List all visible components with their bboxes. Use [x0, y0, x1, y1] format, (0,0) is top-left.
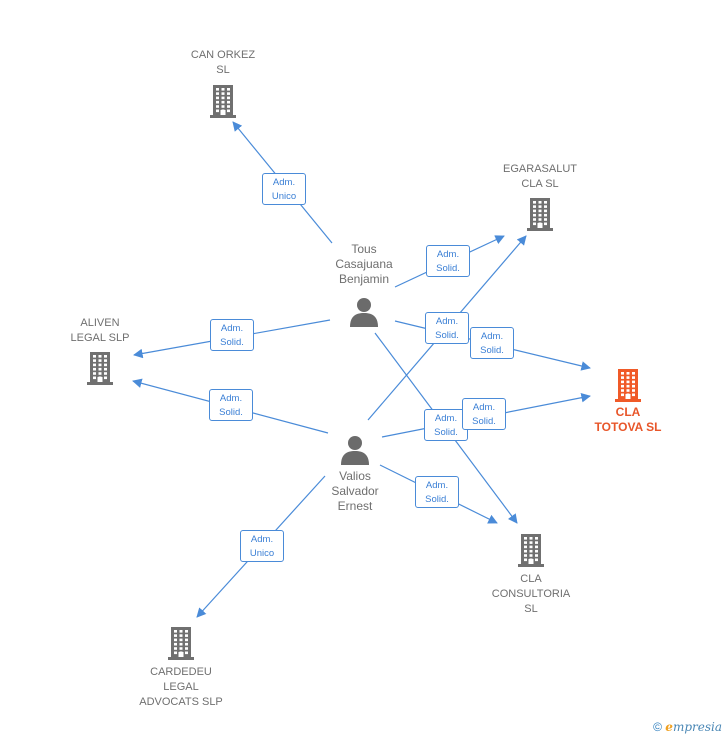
role-badge-tous-egarasalut[interactable]: Adm. Solid.: [426, 245, 470, 277]
role-badge-valios-aliven[interactable]: Adm. Solid.: [209, 389, 253, 421]
node-label-cla_consultoria[interactable]: CLA CONSULTORIA SL: [491, 573, 571, 615]
node-label-can_orkez[interactable]: CAN ORKEZ SL: [190, 49, 256, 76]
logo-rest: mpresia: [672, 720, 722, 734]
role-badge-tous-cla_totova[interactable]: Adm. Solid.: [470, 327, 514, 359]
role-badge-tous-aliven[interactable]: Adm. Solid.: [210, 319, 254, 351]
node-label-valios[interactable]: Valios Salvador Ernest: [331, 469, 379, 513]
role-badge-valios-egarasalut[interactable]: Adm. Solid.: [425, 312, 469, 344]
building-icon[interactable]: [525, 197, 555, 236]
role-badge-valios-cardedeu[interactable]: Adm. Unico: [240, 530, 284, 562]
role-badge-valios-cla_consultoria[interactable]: Adm. Solid.: [415, 476, 459, 508]
building-icon[interactable]: [613, 368, 643, 407]
person-icon[interactable]: [349, 297, 379, 332]
node-label-egarasalut[interactable]: EGARASALUT CLA SL: [503, 163, 577, 190]
node-label-tous[interactable]: Tous Casajuana Benjamin: [335, 242, 393, 286]
role-badge-tous-can_orkez[interactable]: Adm. Unico: [262, 173, 306, 205]
role-badge-valios-cla_totova[interactable]: Adm. Solid.: [462, 398, 506, 430]
building-icon[interactable]: [166, 626, 196, 665]
footer-brand: © empresia: [653, 720, 722, 734]
copyright-symbol: ©: [653, 720, 662, 734]
building-icon[interactable]: [85, 351, 115, 390]
node-label-cardedeu[interactable]: CARDEDEU LEGAL ADVOCATS SLP: [139, 666, 223, 708]
building-icon[interactable]: [516, 533, 546, 572]
node-label-cla_totova[interactable]: CLA TOTOVA SL: [594, 405, 662, 434]
empresia-logo: empresia: [665, 720, 722, 734]
node-label-aliven[interactable]: ALIVEN LEGAL SLP: [70, 317, 130, 344]
person-icon[interactable]: [340, 435, 370, 470]
building-icon[interactable]: [208, 84, 238, 123]
logo-e: e: [665, 720, 673, 734]
